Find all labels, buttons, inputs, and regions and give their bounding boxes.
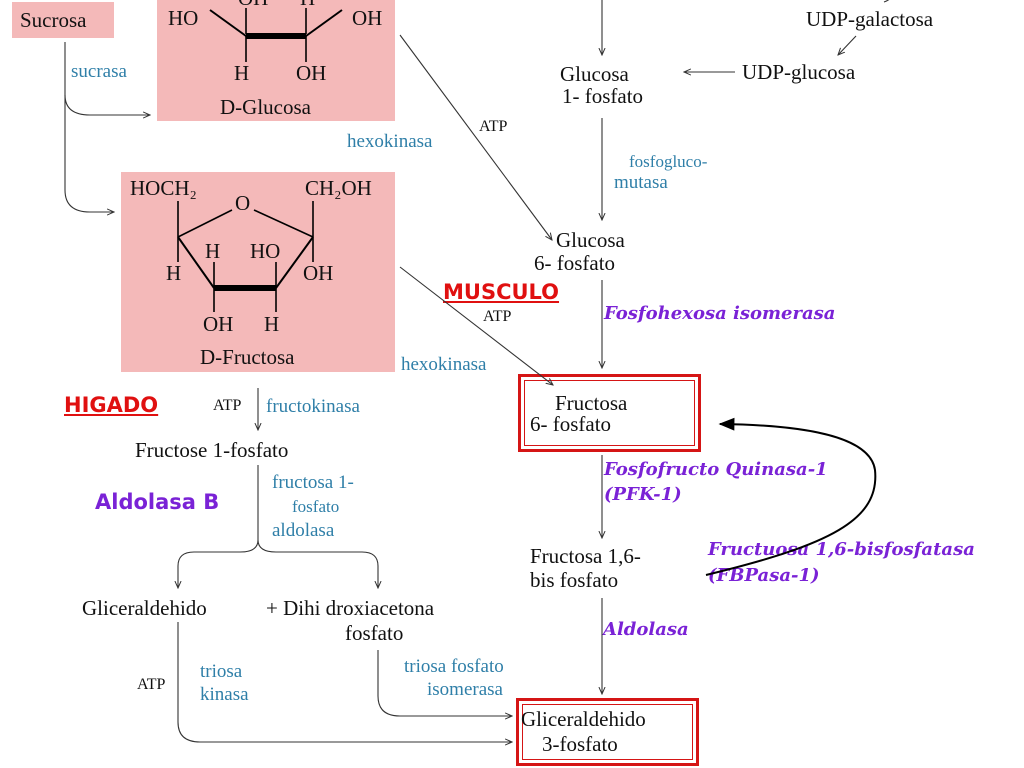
glucose-ring-top-label: OH bbox=[352, 6, 383, 30]
udp-glucose: UDP-glucosa bbox=[742, 60, 856, 84]
sucrose-label: Sucrosa bbox=[20, 8, 87, 32]
glucose-ring-top-label: H bbox=[300, 0, 315, 9]
aldolasa-label: Aldolasa bbox=[603, 619, 689, 640]
pfk1-line1: Fosfofructo Quinasa-1 bbox=[604, 459, 828, 480]
fructose-name: D-Fructosa bbox=[200, 345, 295, 369]
phosphoglucomutase-line1: fosfogluco- bbox=[629, 152, 708, 171]
triose-kinase-atp: ATP bbox=[137, 676, 166, 693]
glucose-1p-line1: Glucosa bbox=[560, 62, 629, 86]
glucose-name: D-Glucosa bbox=[220, 95, 311, 119]
fructose-left-group: HOCH₂ bbox=[130, 176, 197, 200]
g3p-line2: 3-fosfato bbox=[542, 732, 618, 756]
fructose-ring-label: H bbox=[166, 261, 182, 285]
pfk1-line2: (PFK-1) bbox=[604, 484, 682, 505]
dhap-line1: + Dihi droxiacetona bbox=[266, 596, 435, 620]
fructose-6p-box bbox=[518, 374, 701, 452]
fructose-ring-label: OH bbox=[303, 261, 334, 285]
dhap-line2: fosfato bbox=[345, 621, 404, 645]
fructose-ring-bonds bbox=[177, 201, 314, 312]
hexokinase-1-label: hexokinasa bbox=[347, 131, 433, 152]
glucose-1p-line2: 1- fosfato bbox=[562, 84, 644, 108]
g3p-line1: Gliceraldehido bbox=[521, 707, 646, 731]
fructose-6p-line2: 6- fosfato bbox=[530, 412, 612, 436]
tpi-line2: isomerasa bbox=[427, 679, 503, 700]
aldolase-b: Aldolasa B bbox=[95, 490, 220, 514]
glucose-box bbox=[157, 0, 395, 121]
glyceraldehyde: Gliceraldehido bbox=[82, 596, 207, 620]
glucose-ring-bottom-label: OH bbox=[296, 61, 327, 85]
triose-kinase-line1: triosa bbox=[200, 661, 243, 682]
glucose-6p-line2: 6- fosfato bbox=[534, 251, 616, 275]
glucose-ring-bottom-label: H bbox=[234, 61, 250, 85]
hexokinase-2-atp: ATP bbox=[483, 308, 512, 325]
fbpase-line2: (FBPasa-1) bbox=[708, 565, 820, 586]
musculo-heading: MUSCULO bbox=[443, 280, 560, 304]
glucose-6p-line1: Glucosa bbox=[556, 228, 625, 252]
fructokinase-label: fructokinasa bbox=[266, 396, 360, 417]
sucrose-box bbox=[12, 2, 114, 38]
glucose-ring-top-label: OH bbox=[238, 0, 268, 9]
triose-kinase-line2: kinasa bbox=[200, 684, 249, 705]
f1p-aldolase-line2: fosfato bbox=[292, 497, 340, 516]
fructose-ring-label: H bbox=[264, 312, 280, 336]
fructose-ring-oxygen: O bbox=[235, 191, 251, 215]
glucose-ring-top-label: HO bbox=[168, 6, 199, 30]
sucrase-enzyme: sucrasa bbox=[71, 61, 127, 82]
fbpase-line1: Fructuosa 1,6-bisfosfatasa bbox=[708, 539, 975, 560]
hexokinase-1-atp: ATP bbox=[479, 118, 508, 135]
fructose-right-group: CH₂OH bbox=[305, 176, 372, 200]
tpi-line1: triosa fosfato bbox=[404, 656, 504, 677]
glucose-ring-bonds bbox=[209, 8, 343, 62]
hexokinase-2-label: hexokinasa bbox=[401, 354, 487, 375]
phosphoglucomutase-line2: mutasa bbox=[614, 172, 668, 193]
fbp-line2: bis fosfato bbox=[530, 568, 619, 592]
f1p-aldolase-line1: fructosa 1- bbox=[272, 472, 354, 493]
fructose-box bbox=[121, 172, 395, 372]
fructokinase-atp: ATP bbox=[213, 397, 242, 414]
f1p-aldolase-line3: aldolasa bbox=[272, 520, 335, 541]
phosphohexose-isomerase: Fosfohexosa isomerasa bbox=[604, 303, 836, 324]
fructose-ring-label: OH bbox=[203, 312, 234, 336]
udp-galactose: UDP-galactosa bbox=[806, 7, 934, 31]
fructose-ring-label: H bbox=[205, 239, 221, 263]
fructose-ring-label: HO bbox=[250, 239, 281, 263]
higado-heading: HIGADO bbox=[64, 393, 159, 417]
fructose-1p: Fructose 1-fosfato bbox=[135, 438, 289, 462]
g3p-box bbox=[516, 698, 699, 766]
fructose-6p-line1: Fructosa bbox=[555, 391, 628, 415]
fbp-line1: Fructosa 1,6- bbox=[530, 544, 641, 568]
